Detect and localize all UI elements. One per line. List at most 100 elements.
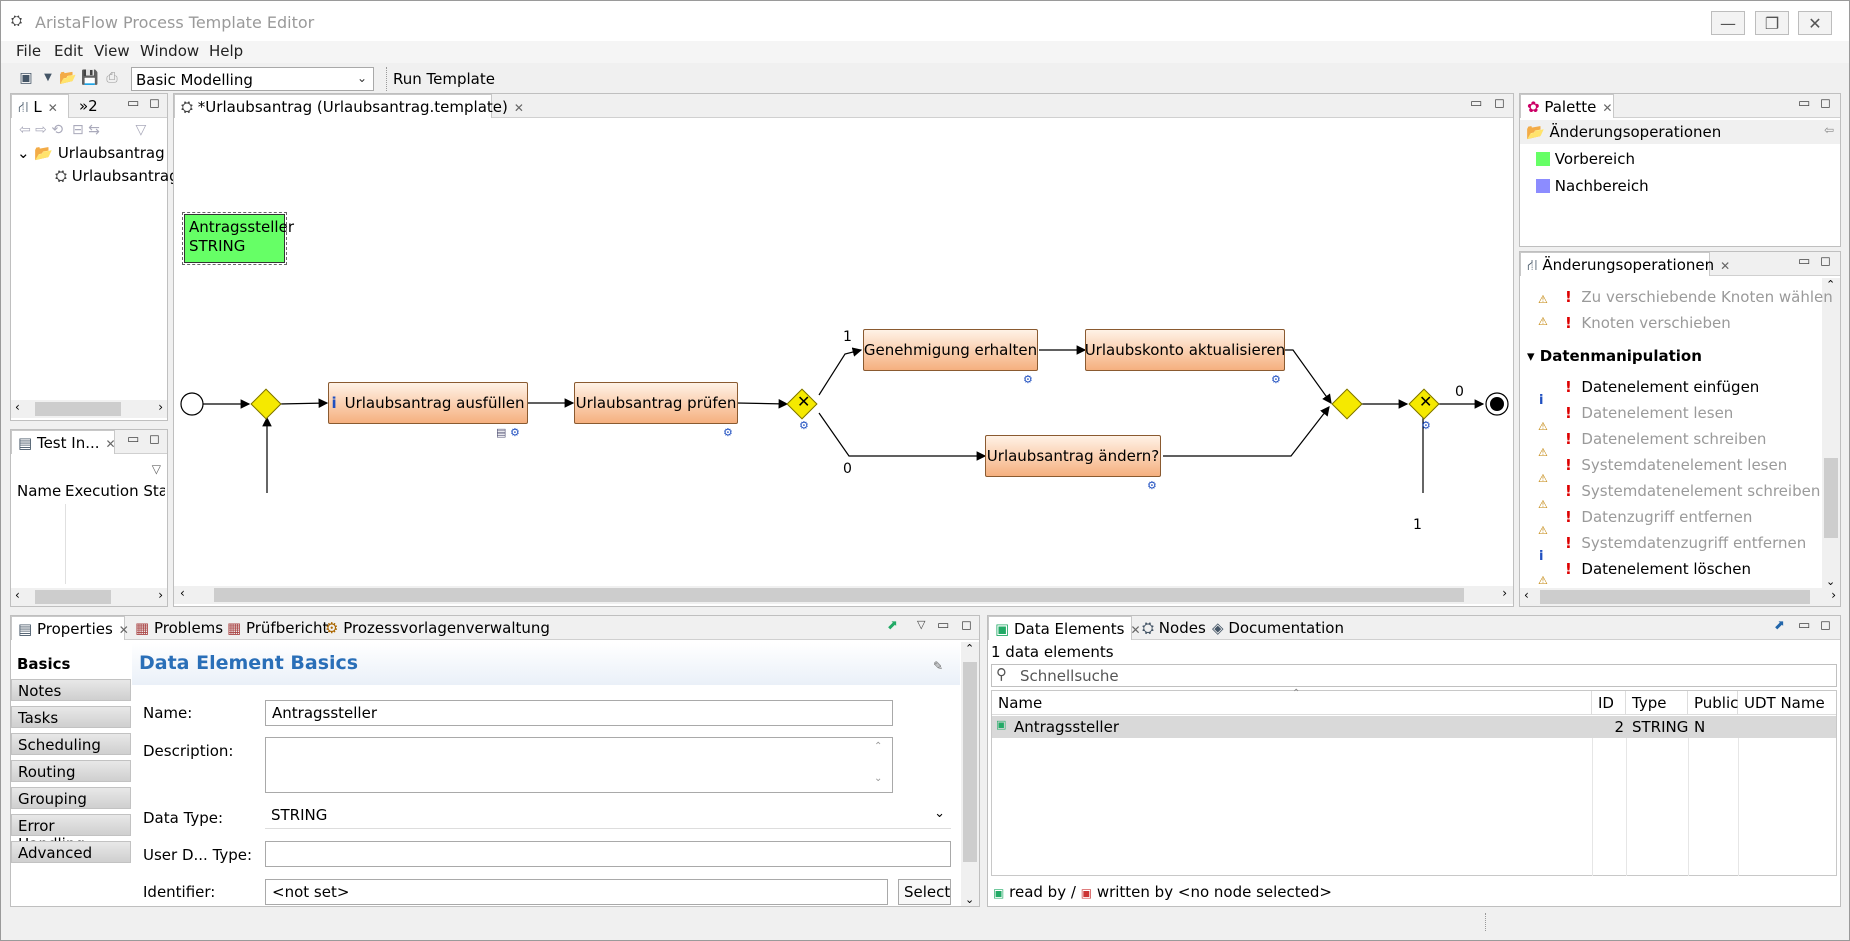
minimize-icon[interactable]: ▭	[1798, 618, 1811, 633]
h-scrollbar[interactable]: ‹›	[11, 588, 167, 606]
node-genehmigung-erhalten[interactable]: Genehmigung erhalten	[863, 329, 1038, 371]
menu-view[interactable]: View	[94, 42, 130, 60]
tab-prozessvorlagenverwaltung[interactable]: ⚙ Prozessvorlagenverwaltung	[325, 619, 550, 637]
tab-problems[interactable]: ▦ Problems	[135, 619, 224, 637]
tree-item[interactable]: ⛭ Urlaubsantrag	[55, 167, 179, 185]
h-scrollbar[interactable]: ‹›	[1520, 588, 1840, 606]
palette-header[interactable]: 📂 Änderungsoperationen⇦	[1520, 120, 1840, 144]
side-scheduling[interactable]: Scheduling	[11, 733, 131, 755]
minimize-icon[interactable]: ▭	[127, 432, 140, 447]
view-menu-icon[interactable]: ▽	[917, 618, 926, 631]
col-udt-name[interactable]: UDT Name	[1744, 694, 1825, 712]
tree-folder[interactable]: ⌄ 📂 Urlaubsantrag	[17, 144, 165, 162]
minimize-icon[interactable]: ▭	[1470, 96, 1483, 111]
data-type-select[interactable]: STRING⌄	[265, 803, 951, 829]
side-grouping[interactable]: Grouping	[11, 787, 131, 809]
tab-more[interactable]: »2	[79, 97, 98, 115]
minimize-icon[interactable]: ▭	[127, 96, 140, 111]
close-button[interactable]: ✕	[1798, 11, 1832, 35]
op-datenelement-einfuegen[interactable]: ! Datenelement einfügen	[1565, 378, 1760, 396]
print-icon[interactable]: ⎙	[106, 70, 118, 86]
op-datenelement-loeschen[interactable]: ! Datenelement löschen	[1565, 560, 1752, 578]
h-scrollbar[interactable]: ‹›	[174, 586, 1513, 604]
side-notes[interactable]: Notes	[11, 679, 131, 701]
maximize-icon[interactable]: ◻	[149, 432, 160, 447]
palette-item-vorbereich[interactable]: Vorbereich	[1536, 150, 1635, 168]
maximize-icon[interactable]: ◻	[1820, 618, 1831, 633]
node-urlaubsantrag-aendern[interactable]: Urlaubsantrag ändern?	[985, 435, 1161, 477]
side-advanced[interactable]: Advanced	[11, 841, 131, 863]
nav-icons[interactable]: ⇦ ⇨ ⟲ ⊟ ⇆ ▽	[19, 122, 147, 138]
col-status[interactable]: Execution Stat	[65, 482, 165, 500]
op-zu-verschiebende-knoten[interactable]: ! Zu verschiebende Knoten wählen	[1565, 288, 1833, 306]
identifier-field[interactable]: <not set>	[265, 879, 888, 905]
tab-explorer[interactable]: ⛙ L✕	[11, 94, 69, 118]
side-tasks[interactable]: Tasks	[11, 706, 131, 728]
pin-icon[interactable]: ⬈	[887, 618, 898, 633]
search-input[interactable]: ⚲Schnellsuche	[991, 664, 1837, 687]
description-field[interactable]	[265, 737, 893, 793]
maximize-icon[interactable]: ◻	[1820, 254, 1831, 269]
op-datenzugriff-entfernen[interactable]: ! Datenzugriff entfernen	[1565, 508, 1753, 526]
tab-palette[interactable]: ✿ Palette✕	[1520, 94, 1614, 118]
open-folder-icon[interactable]: 📂	[59, 70, 77, 86]
pin-icon[interactable]: ⬈	[1774, 618, 1785, 633]
h-scrollbar[interactable]: ‹›	[11, 400, 167, 418]
tab-operations[interactable]: ⛙ Änderungsoperationen✕	[1520, 252, 1730, 276]
maximize-icon[interactable]: ◻	[1820, 96, 1831, 111]
col-name[interactable]: Name	[17, 482, 62, 500]
save-icon[interactable]: 💾	[81, 70, 99, 86]
col-type[interactable]: Type	[1626, 691, 1688, 715]
op-datenelement-lesen[interactable]: ! Datenelement lesen	[1565, 404, 1734, 422]
minimize-button[interactable]: —	[1711, 11, 1745, 35]
palette-item-nachbereich[interactable]: Nachbereich	[1536, 177, 1649, 195]
tab-editor[interactable]: ⛭ *Urlaubsantrag (Urlaubsantrag.template…	[174, 94, 524, 118]
scroll-up-icon[interactable]: ⌃	[874, 741, 883, 752]
minimize-icon[interactable]: ▭	[1798, 254, 1811, 269]
op-datenelement-schreiben[interactable]: ! Datenelement schreiben	[1565, 430, 1767, 448]
edit-icon[interactable]: ✎	[933, 659, 944, 673]
perspective-select[interactable]: Basic Modelling⌄	[131, 67, 374, 91]
op-systemdatenelement-schreiben[interactable]: ! Systemdatenelement schreiben	[1565, 482, 1821, 500]
menu-file[interactable]: File	[16, 42, 42, 60]
new-dropdown-icon[interactable]: ▼	[44, 72, 52, 83]
col-name[interactable]: Name	[992, 691, 1592, 715]
col-public[interactable]: Public	[1688, 691, 1738, 715]
tab-properties[interactable]: ▤ Properties✕	[11, 616, 129, 640]
udt-field[interactable]	[265, 841, 951, 867]
name-field[interactable]: Antragssteller	[265, 700, 893, 726]
node-urlaubsantrag-pruefen[interactable]: Urlaubsantrag prüfen	[574, 382, 738, 424]
view-menu-icon[interactable]: ▽	[151, 462, 161, 476]
tab-data-elements[interactable]: ▣ Data Elements✕	[988, 616, 1141, 640]
tab-documentation[interactable]: ◈ Documentation	[1212, 619, 1344, 637]
op-knoten-verschieben[interactable]: ! Knoten verschieben	[1565, 314, 1731, 332]
start-event[interactable]	[180, 392, 204, 416]
tab-pruefbericht[interactable]: ▦ Prüfbericht	[227, 619, 329, 637]
table-row[interactable]: ▣ Antragssteller 2 STRING N	[992, 716, 1836, 738]
menu-help[interactable]: Help	[209, 42, 244, 60]
op-systemdatenelement-lesen[interactable]: ! Systemdatenelement lesen	[1565, 456, 1788, 474]
menu-window[interactable]: Window	[140, 42, 200, 60]
v-scrollbar[interactable]: ⌃⌄	[1822, 278, 1840, 588]
tab-test-instances[interactable]: ▤ Test In...✕	[11, 430, 116, 454]
maximize-icon[interactable]: ◻	[961, 618, 972, 633]
run-template-button[interactable]: Run Template	[393, 70, 495, 88]
menu-edit[interactable]: Edit	[54, 42, 84, 60]
maximize-icon[interactable]: ◻	[1494, 96, 1505, 111]
data-element-box[interactable]: Antragssteller STRING	[182, 212, 294, 265]
minimize-icon[interactable]: ▭	[1798, 96, 1811, 111]
side-routing[interactable]: Routing	[11, 760, 131, 782]
maximize-icon[interactable]: ◻	[149, 96, 160, 111]
col-id[interactable]: ID	[1592, 691, 1626, 715]
section-datenmanipulation[interactable]: ▾ Datenmanipulation	[1527, 347, 1702, 365]
side-error-handling[interactable]: Error Handling	[11, 814, 131, 853]
op-systemdatenzugriff-entfernen[interactable]: ! Systemdatenzugriff entfernen	[1565, 534, 1807, 552]
maximize-button[interactable]: ❐	[1755, 11, 1789, 35]
node-urlaubskonto-aktualisieren[interactable]: Urlaubskonto aktualisieren	[1085, 329, 1285, 371]
v-scrollbar[interactable]: ⌃⌄	[961, 642, 979, 906]
tab-nodes[interactable]: ⛭ Nodes	[1142, 619, 1206, 637]
select-button[interactable]: Select	[898, 879, 951, 905]
side-basics[interactable]: Basics	[11, 653, 131, 675]
minimize-icon[interactable]: ▭	[937, 618, 950, 633]
